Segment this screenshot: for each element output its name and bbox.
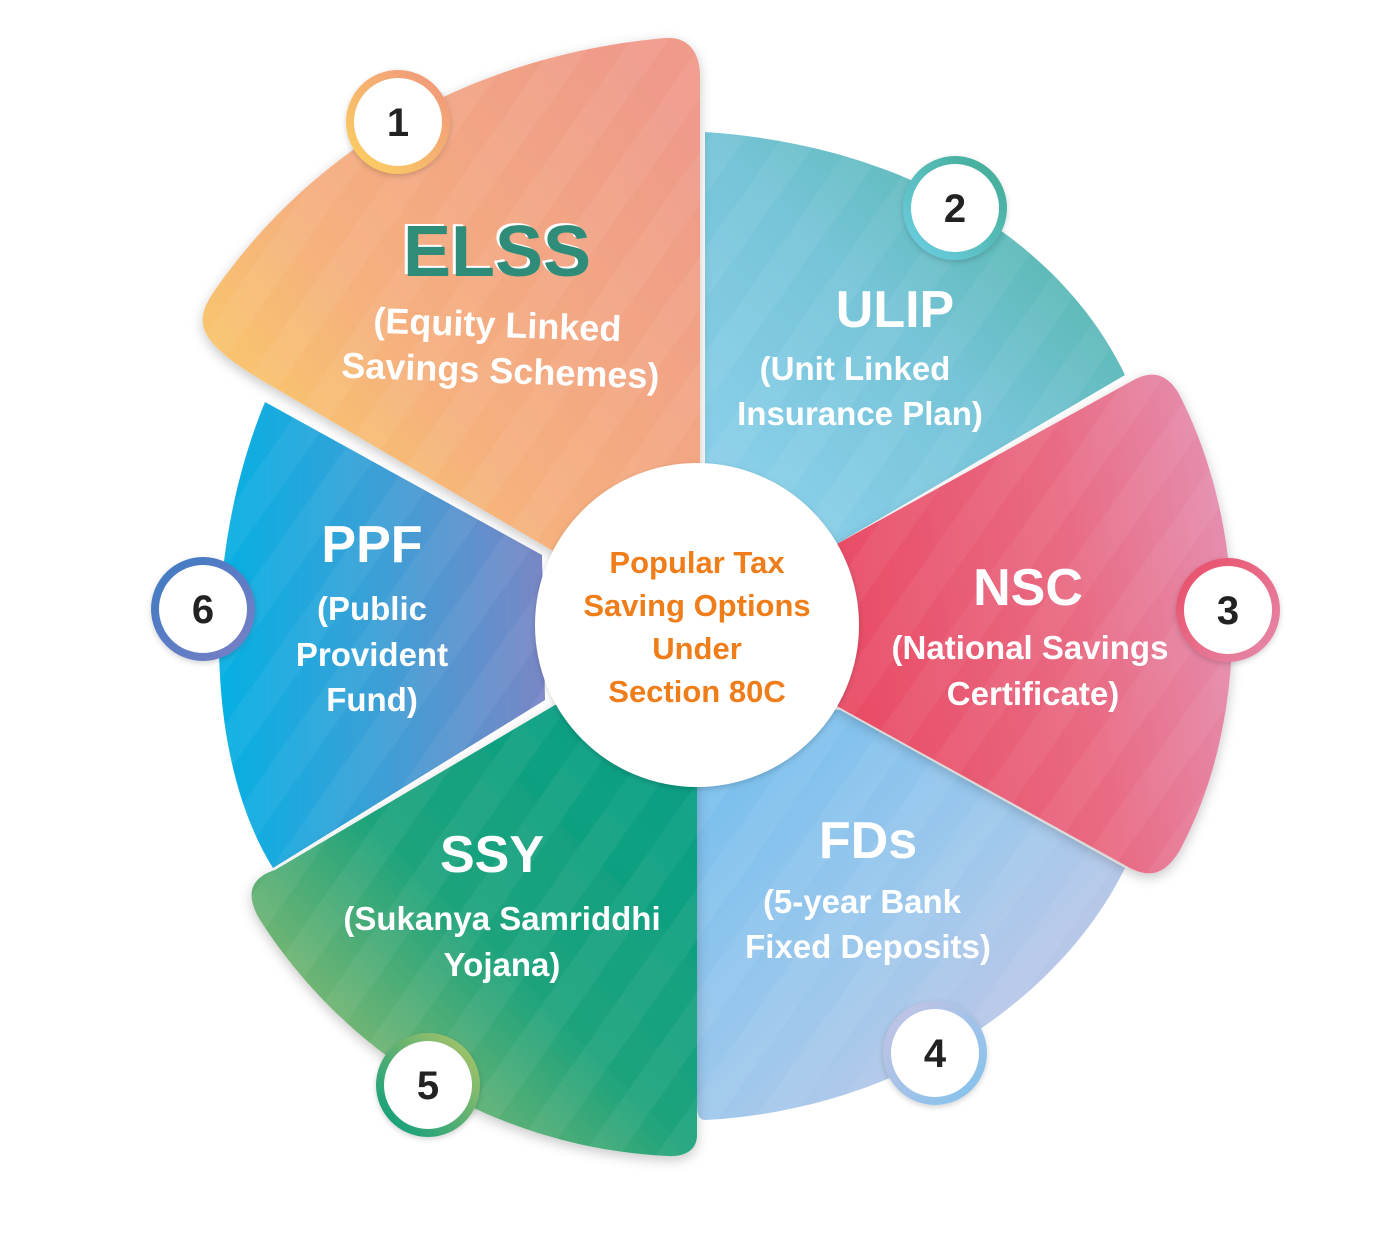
elss-title: ELSS bbox=[403, 212, 591, 292]
segment-2-ulip bbox=[705, 132, 1125, 545]
fds-title: FDs bbox=[819, 812, 917, 870]
label-4-fds: FDs (5-year Bank Fixed Deposits) bbox=[745, 812, 991, 965]
badge-2-number: 2 bbox=[944, 187, 966, 231]
fds-subtitle-line-2: Fixed Deposits) bbox=[745, 928, 991, 965]
ulip-subtitle-line-2: Insurance Plan) bbox=[737, 395, 983, 432]
badge-1-number: 1 bbox=[387, 101, 409, 145]
fds-subtitle-line-1: (5-year Bank bbox=[763, 883, 962, 920]
badge-3-number: 3 bbox=[1217, 589, 1239, 633]
center-line-1: Popular Tax bbox=[609, 545, 785, 580]
ppf-subtitle-line-1: (Public bbox=[317, 590, 427, 627]
elss-title-shadow: ELSS bbox=[400, 210, 588, 290]
segment-5-ssy bbox=[251, 700, 697, 1157]
segment-6-ppf bbox=[219, 402, 545, 868]
badge-5-number: 5 bbox=[417, 1064, 439, 1108]
elss-subtitle-line-1: (Equity Linked bbox=[373, 300, 622, 350]
ulip-subtitle-line-1: (Unit Linked bbox=[760, 350, 951, 387]
ppf-subtitle-line-2: Provident bbox=[296, 636, 448, 673]
nsc-title: NSC bbox=[973, 559, 1083, 617]
ssy-subtitle-line-2: Yojana) bbox=[444, 946, 561, 983]
segment-1-elss bbox=[202, 37, 700, 555]
center-line-2: Saving Options bbox=[583, 588, 810, 623]
badge-4: 4 bbox=[883, 1001, 987, 1105]
label-6-ppf: PPF (Public Provident Fund) bbox=[296, 516, 448, 718]
ssy-title: SSY bbox=[440, 826, 544, 884]
badge-4-number: 4 bbox=[924, 1032, 947, 1076]
nsc-subtitle-line-1: (National Savings bbox=[892, 629, 1169, 666]
nsc-subtitle-line-2: Certificate) bbox=[947, 675, 1119, 712]
badge-5: 5 bbox=[376, 1033, 480, 1137]
label-5-ssy: SSY (Sukanya Samriddhi Yojana) bbox=[343, 826, 660, 983]
label-2-ulip: ULIP (Unit Linked Insurance Plan) bbox=[737, 281, 983, 432]
badge-6-number: 6 bbox=[192, 588, 214, 632]
center-line-3: Under bbox=[652, 631, 742, 666]
segment-3-nsc bbox=[835, 374, 1233, 874]
badge-1: 1 bbox=[346, 70, 450, 174]
segment-4-fds bbox=[697, 700, 1125, 1120]
ppf-subtitle-line-3: Fund) bbox=[326, 681, 418, 718]
ssy-subtitle-line-1: (Sukanya Samriddhi bbox=[343, 900, 660, 937]
badge-2: 2 bbox=[903, 156, 1007, 260]
ulip-title: ULIP bbox=[836, 281, 954, 339]
label-1-elss: ELSS ELSS (Equity Linked Savings Schemes… bbox=[341, 210, 660, 397]
center-line-4: Section 80C bbox=[608, 674, 785, 709]
label-3-nsc: NSC (National Savings Certificate) bbox=[892, 559, 1169, 712]
ppf-title: PPF bbox=[321, 516, 422, 574]
center-hub: Popular Tax Saving Options Under Section… bbox=[535, 463, 859, 787]
badge-6: 6 bbox=[151, 557, 255, 661]
badge-3: 3 bbox=[1176, 558, 1280, 662]
